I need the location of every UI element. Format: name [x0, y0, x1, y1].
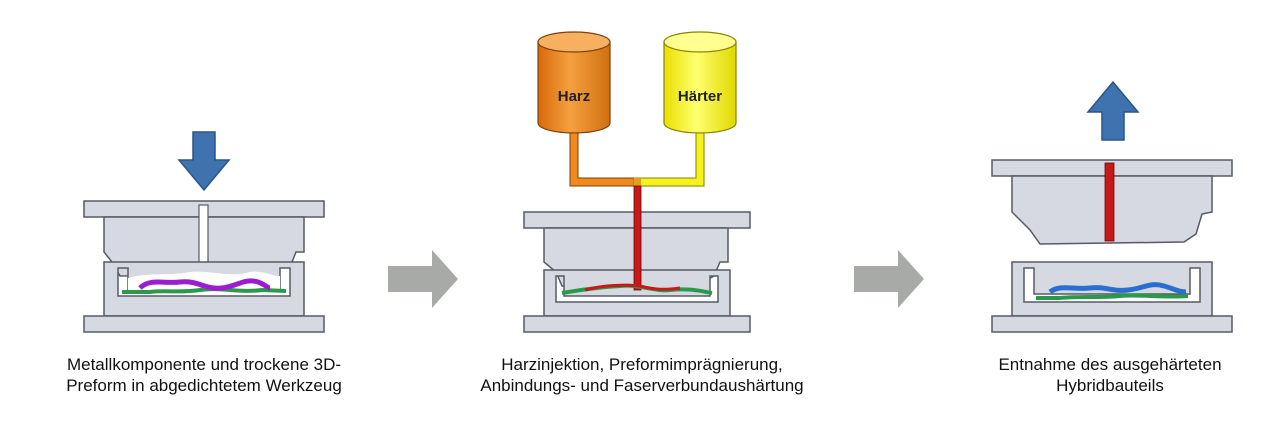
resin-tank-icon: [537, 31, 611, 134]
up-arrow-icon: [1086, 80, 1140, 141]
resin-channel: [633, 185, 642, 291]
bottom-plate: [523, 315, 751, 333]
step1-mold: [83, 131, 325, 333]
bottom-plate: [991, 315, 1233, 333]
process-arrow-icon: [388, 250, 458, 308]
step1-caption-line2: Preform in abgedichtetem Werkzeug: [66, 376, 342, 395]
down-arrow-icon: [177, 131, 231, 192]
hardener-pipe: [633, 132, 705, 187]
step1-caption: Metallkomponente und trockene 3D- Prefor…: [14, 354, 394, 396]
step2-injection: Harz Härter: [523, 31, 751, 333]
hybrid-part-green: [1036, 293, 1189, 300]
step3-caption: Entnahme des ausgehärteten Hybridbauteil…: [955, 354, 1265, 396]
tank-resin-label: Harz: [558, 88, 591, 105]
step2-caption-line2: Anbindungs- und Faserverbundaushärtung: [480, 376, 804, 395]
step3-caption-line2: Hybridbauteils: [1056, 376, 1164, 395]
step3-caption-line1: Entnahme des ausgehärteten: [998, 355, 1222, 374]
resin-pipe: [569, 132, 641, 187]
step3-demolding: [991, 80, 1233, 333]
bottom-plate: [83, 315, 325, 333]
step1-caption-line1: Metallkomponente und trockene 3D-: [66, 355, 342, 374]
metal-component-purple: [138, 278, 271, 291]
cured-channel: [1104, 162, 1115, 242]
hybrid-part-blue: [1048, 282, 1187, 295]
process-arrow-icon: [854, 250, 924, 308]
preform-green: [122, 287, 287, 294]
step2-caption-line1: Harzinjektion, Preformimprägnierung,: [501, 355, 783, 374]
tank-hardener-label: Härter: [678, 88, 722, 105]
step2-caption: Harzinjektion, Preformimprägnierung, Anb…: [432, 354, 852, 396]
hardener-tank-icon: [663, 31, 737, 134]
